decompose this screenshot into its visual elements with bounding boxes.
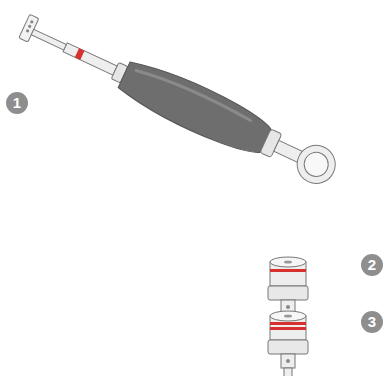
pin-hole [286, 359, 290, 363]
adapter-top [270, 257, 306, 267]
adapter-hole [284, 315, 292, 318]
neck [63, 43, 117, 75]
tip-hole [28, 24, 32, 28]
grip [115, 55, 275, 161]
adapter-flange [268, 286, 308, 300]
pin-hole [286, 305, 290, 309]
adapter-hole [284, 261, 292, 264]
ring-bore [300, 148, 332, 180]
red-band [270, 269, 306, 272]
adapter-tip [284, 368, 292, 376]
thin-rod [31, 29, 66, 50]
red-band [270, 327, 306, 330]
ring-head [291, 139, 341, 189]
red-band [75, 48, 85, 60]
torque-handle [14, 8, 343, 193]
tip-hole [30, 20, 34, 24]
callout-number: 3 [361, 311, 383, 333]
adapter-flange [268, 340, 308, 354]
grip-highlight [136, 66, 252, 124]
adapter-stem [281, 354, 295, 368]
callout-number: 1 [6, 92, 28, 114]
adapter-top [270, 311, 306, 321]
callout-number: 2 [361, 254, 383, 276]
tip-hole [25, 29, 29, 33]
adapter [268, 257, 308, 324]
tip-plate [19, 14, 39, 42]
red-band [270, 322, 306, 325]
adapter [268, 311, 308, 376]
